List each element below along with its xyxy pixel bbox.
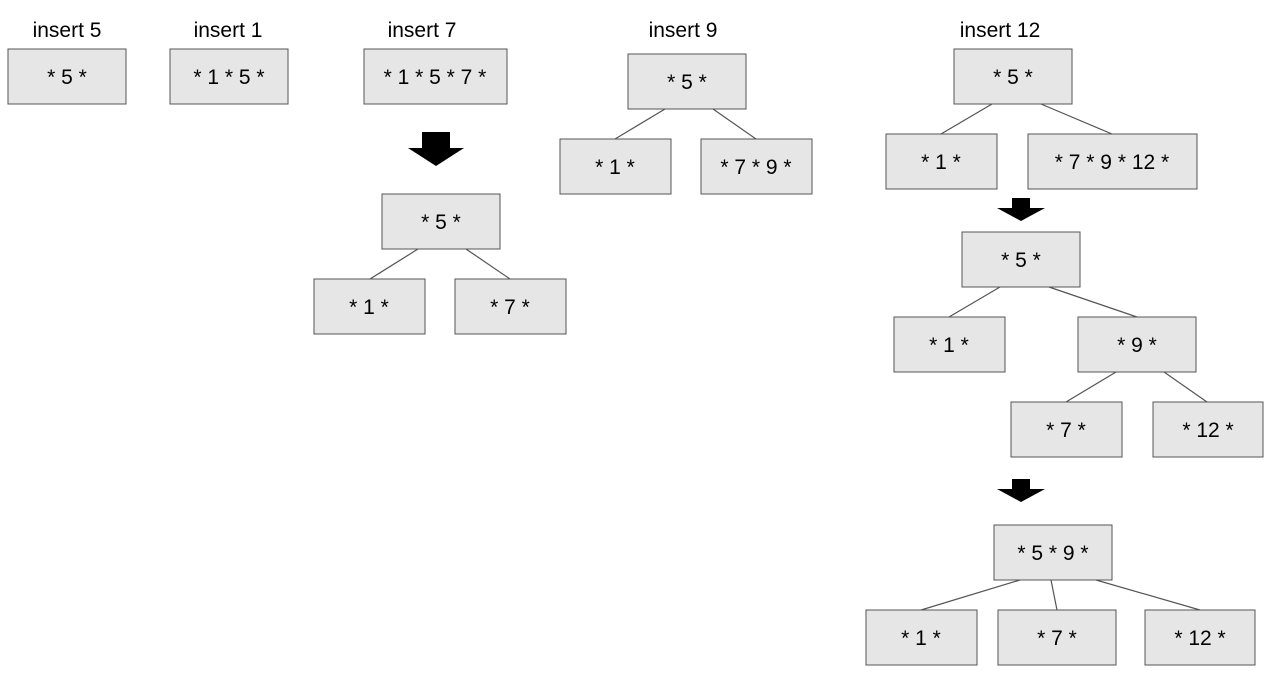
svg-text:* 1 * 5 * 7 *: * 1 * 5 * 7 *: [384, 66, 487, 89]
node-step4-left: * 1 *: [559, 138, 672, 195]
node-step5a-right: * 7 * 9 * 12 *: [1027, 133, 1198, 190]
nodes: * 5 * * 1 * 5 * * 1 * 5 * 7 * * 5 * * 1 …: [7, 48, 1264, 666]
edge: [465, 248, 511, 280]
svg-text:* 5 *: * 5 *: [421, 211, 461, 234]
node-step3-split-root: * 5 *: [381, 193, 501, 250]
node-step1-root: * 5 *: [7, 48, 127, 105]
node-step5a-left: * 1 *: [885, 133, 998, 190]
edge: [1095, 579, 1201, 611]
node-step2-root: * 1 * 5 *: [169, 48, 289, 105]
svg-text:* 7 *: * 7 *: [1046, 419, 1086, 442]
caption-insert-9: insert 9: [649, 19, 718, 42]
caption-insert-1: insert 1: [194, 19, 263, 42]
svg-text:* 9 *: * 9 *: [1117, 334, 1157, 357]
edge: [1040, 103, 1113, 135]
edge: [369, 248, 419, 280]
node-step5b-root: * 5 *: [961, 231, 1081, 288]
caption-insert-5: insert 5: [33, 19, 102, 42]
svg-text:* 7 *: * 7 *: [490, 296, 530, 319]
down-arrow-icon: [997, 479, 1045, 502]
svg-text:* 1 *: * 1 *: [929, 334, 969, 357]
node-step5c-mid: * 7 *: [997, 609, 1117, 666]
svg-text:* 7 * 9 * 12 *: * 7 * 9 * 12 *: [1055, 151, 1169, 174]
node-step5b-mid: * 9 *: [1077, 316, 1197, 373]
node-step4-root: * 5 *: [627, 53, 747, 110]
edge: [920, 579, 1021, 611]
svg-text:* 1 *: * 1 *: [901, 627, 941, 650]
node-step3-split-right: * 7 *: [454, 278, 567, 335]
down-arrow-icon: [408, 132, 464, 166]
node-step3-overflow: * 1 * 5 * 7 *: [363, 48, 508, 105]
node-step5b-left: * 1 *: [893, 316, 1006, 373]
svg-text:* 7 *: * 7 *: [1037, 627, 1077, 650]
svg-text:* 5 *: * 5 *: [993, 66, 1033, 89]
captions: insert 5 insert 1 insert 7 insert 9 inse…: [33, 19, 1041, 42]
node-step5c-root: * 5 * 9 *: [993, 524, 1113, 581]
caption-insert-12: insert 12: [960, 19, 1041, 42]
caption-insert-7: insert 7: [388, 19, 457, 42]
edge: [1065, 371, 1117, 403]
node-step3-split-left: * 1 *: [313, 278, 426, 335]
svg-text:* 12 *: * 12 *: [1174, 627, 1225, 650]
node-step5a-root: * 5 *: [953, 48, 1073, 105]
edge: [948, 286, 1001, 318]
svg-text:* 5 * 9 *: * 5 * 9 *: [1017, 542, 1088, 565]
down-arrow-icon: [997, 198, 1045, 221]
node-step5b-mid-right: * 12 *: [1152, 401, 1264, 458]
svg-text:* 1 *: * 1 *: [595, 156, 635, 179]
arrows: [408, 132, 1045, 502]
edge: [614, 108, 666, 140]
edge: [712, 108, 757, 140]
svg-text:* 5 *: * 5 *: [1001, 249, 1041, 272]
svg-text:* 7 * 9 *: * 7 * 9 *: [720, 156, 791, 179]
svg-text:* 1 *: * 1 *: [921, 151, 961, 174]
node-step5c-right: * 12 *: [1144, 609, 1256, 666]
svg-text:* 5 *: * 5 *: [667, 71, 707, 94]
svg-text:* 1 *: * 1 *: [349, 296, 389, 319]
node-step5c-left: * 1 *: [865, 609, 978, 666]
node-step5b-mid-left: * 7 *: [1010, 401, 1123, 458]
edge: [940, 103, 993, 135]
svg-text:* 5 *: * 5 *: [47, 66, 87, 89]
svg-text:* 12 *: * 12 *: [1182, 419, 1233, 442]
edge: [1050, 579, 1058, 611]
edge: [1163, 371, 1208, 403]
svg-text:* 1 * 5 *: * 1 * 5 *: [193, 66, 264, 89]
edges: [369, 103, 1208, 611]
node-step4-right: * 7 * 9 *: [700, 138, 813, 195]
edge: [1048, 286, 1138, 318]
